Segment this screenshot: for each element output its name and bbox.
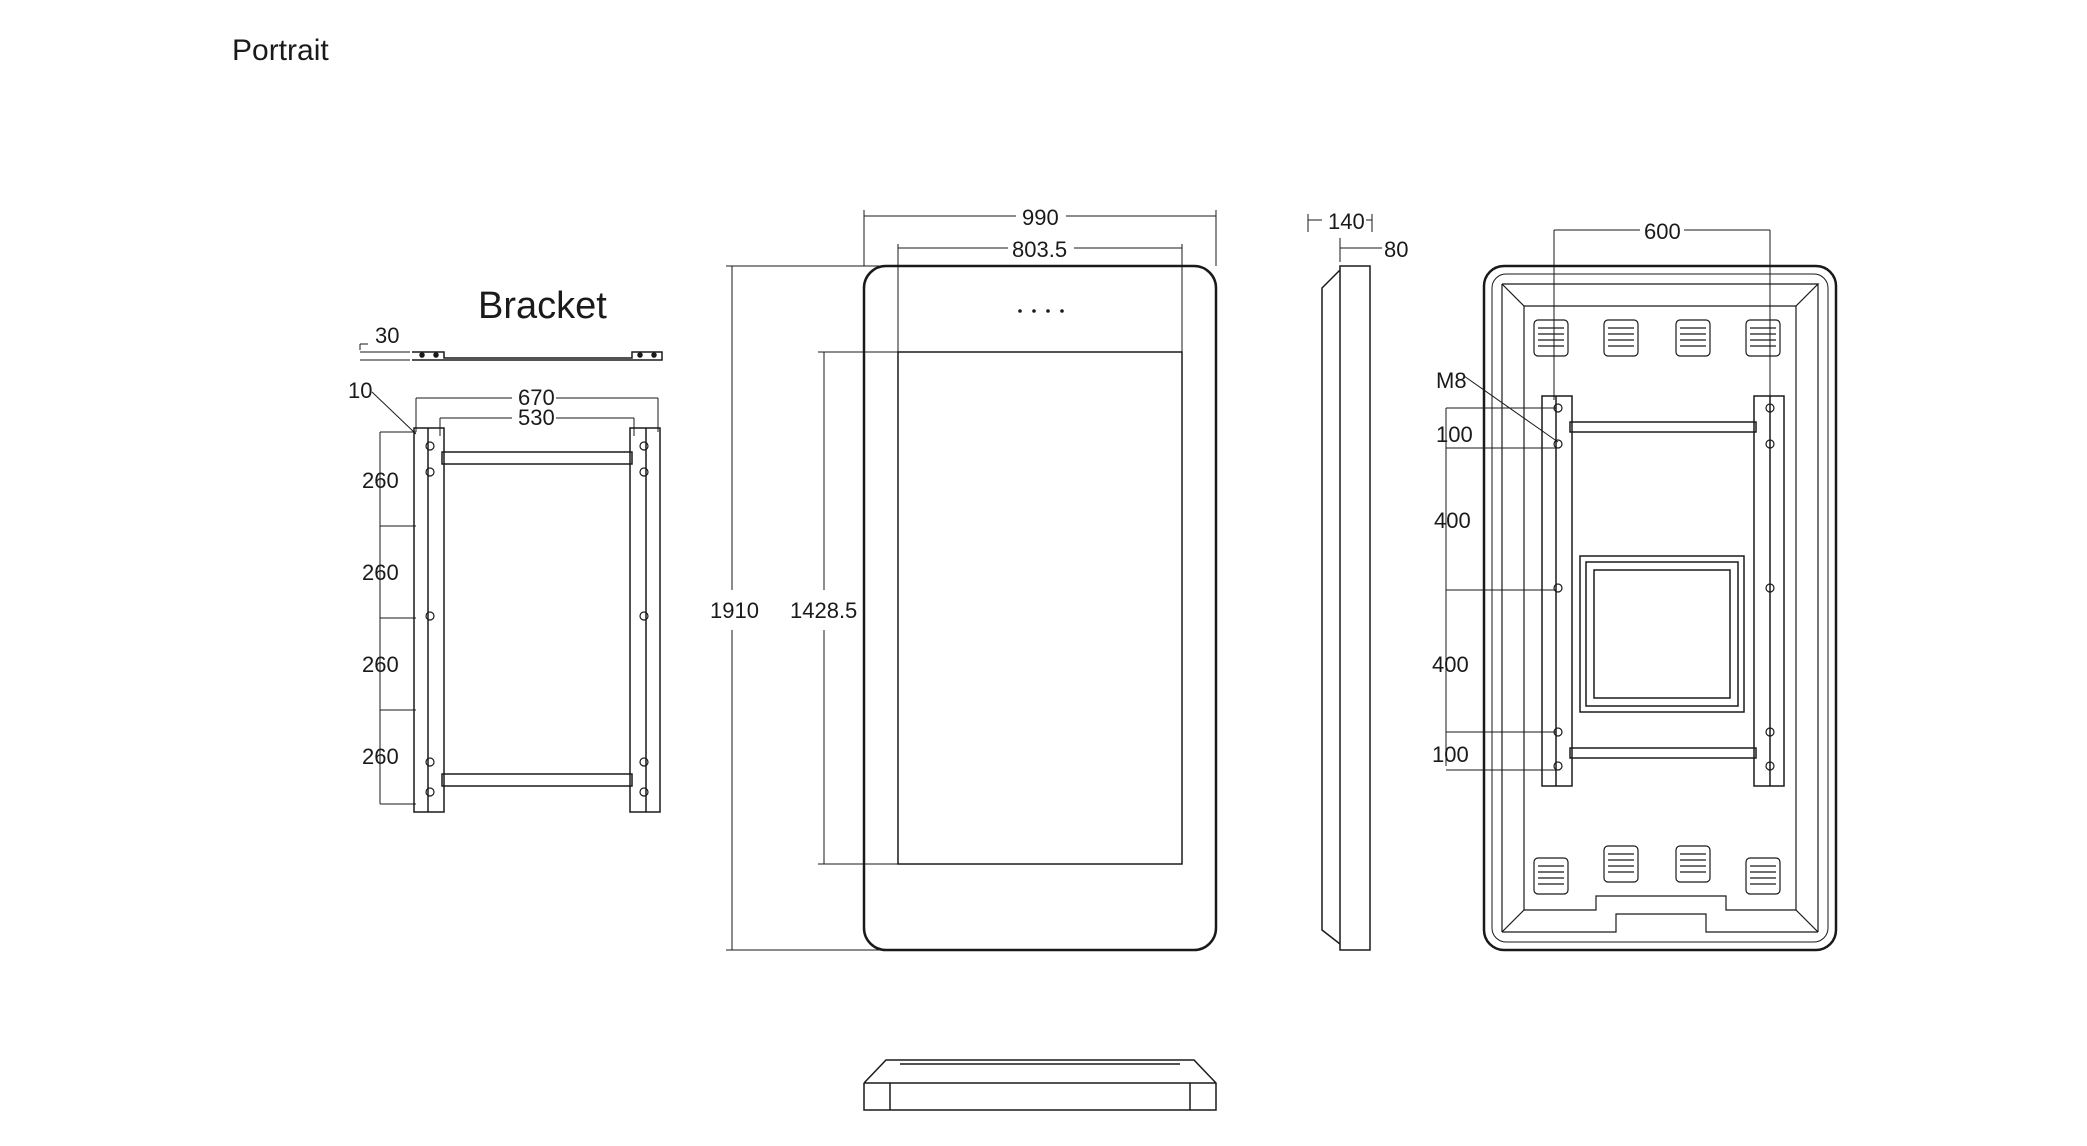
rear-keyholes	[1553, 403, 1775, 771]
bottom-view	[863, 1059, 1217, 1111]
bracket-keyholes	[425, 441, 649, 797]
rear-spacing-2: 400	[1434, 508, 1471, 533]
rear-screw-leader	[1463, 375, 1559, 443]
rear-center-panel	[1579, 555, 1745, 713]
bracket-spacing-dims	[379, 431, 416, 805]
bracket-spacing-1: 260	[362, 468, 399, 493]
front-screen-width-label: 803.5	[1012, 237, 1067, 262]
bracket-title: Bracket	[478, 285, 607, 327]
rear-screw-label: M8	[1436, 368, 1467, 393]
rear-view: 600	[1432, 219, 1838, 952]
bracket-hole-leader	[371, 391, 417, 435]
rear-housing	[1482, 264, 1838, 952]
bracket-view: Bracket 30 10	[348, 285, 663, 813]
rear-vents-bottom	[1533, 845, 1781, 895]
front-view: 990 803.5 1910 1428.5	[710, 205, 1218, 952]
front-height-dims	[726, 265, 898, 951]
bracket-spacing-2: 260	[362, 560, 399, 585]
rear-spacing-1: 100	[1436, 422, 1473, 447]
side-profile	[1321, 265, 1371, 951]
bracket-hole-label: 10	[348, 378, 372, 403]
rear-mount-rails	[1541, 395, 1785, 787]
bracket-depth-dim	[359, 343, 410, 361]
rear-spacing-4: 100	[1432, 742, 1469, 767]
bracket-frame	[413, 427, 661, 813]
front-height-label: 1910	[710, 598, 759, 623]
bracket-spacing-4: 260	[362, 744, 399, 769]
display-screen	[897, 351, 1183, 865]
rear-spacing-3: 400	[1432, 652, 1469, 677]
rear-mount-width-dim	[1553, 229, 1771, 400]
bracket-depth-label: 30	[375, 323, 399, 348]
bracket-spacing-3: 260	[362, 652, 399, 677]
bracket-width-outer-label: 670	[518, 385, 555, 410]
front-screen-height-label: 1428.5	[790, 598, 857, 623]
display-bezel	[862, 264, 1218, 952]
rear-mount-width-label: 600	[1644, 219, 1681, 244]
bracket-width-dims	[415, 397, 659, 436]
side-depth-label: 140	[1328, 209, 1365, 234]
side-depth-dims	[1307, 214, 1382, 262]
front-width-dims	[863, 210, 1217, 352]
sensor-dots	[1018, 309, 1064, 313]
front-width-label: 990	[1022, 205, 1059, 230]
rear-spacing-dims	[1445, 407, 1556, 771]
rear-vents-top	[1533, 319, 1781, 357]
side-thin-depth-label: 80	[1384, 237, 1408, 262]
page-title: Portrait	[232, 34, 329, 67]
bracket-width-inner-label: 530	[518, 405, 555, 430]
side-view: 140 80	[1307, 209, 1408, 951]
bracket-top-profile	[412, 351, 663, 361]
